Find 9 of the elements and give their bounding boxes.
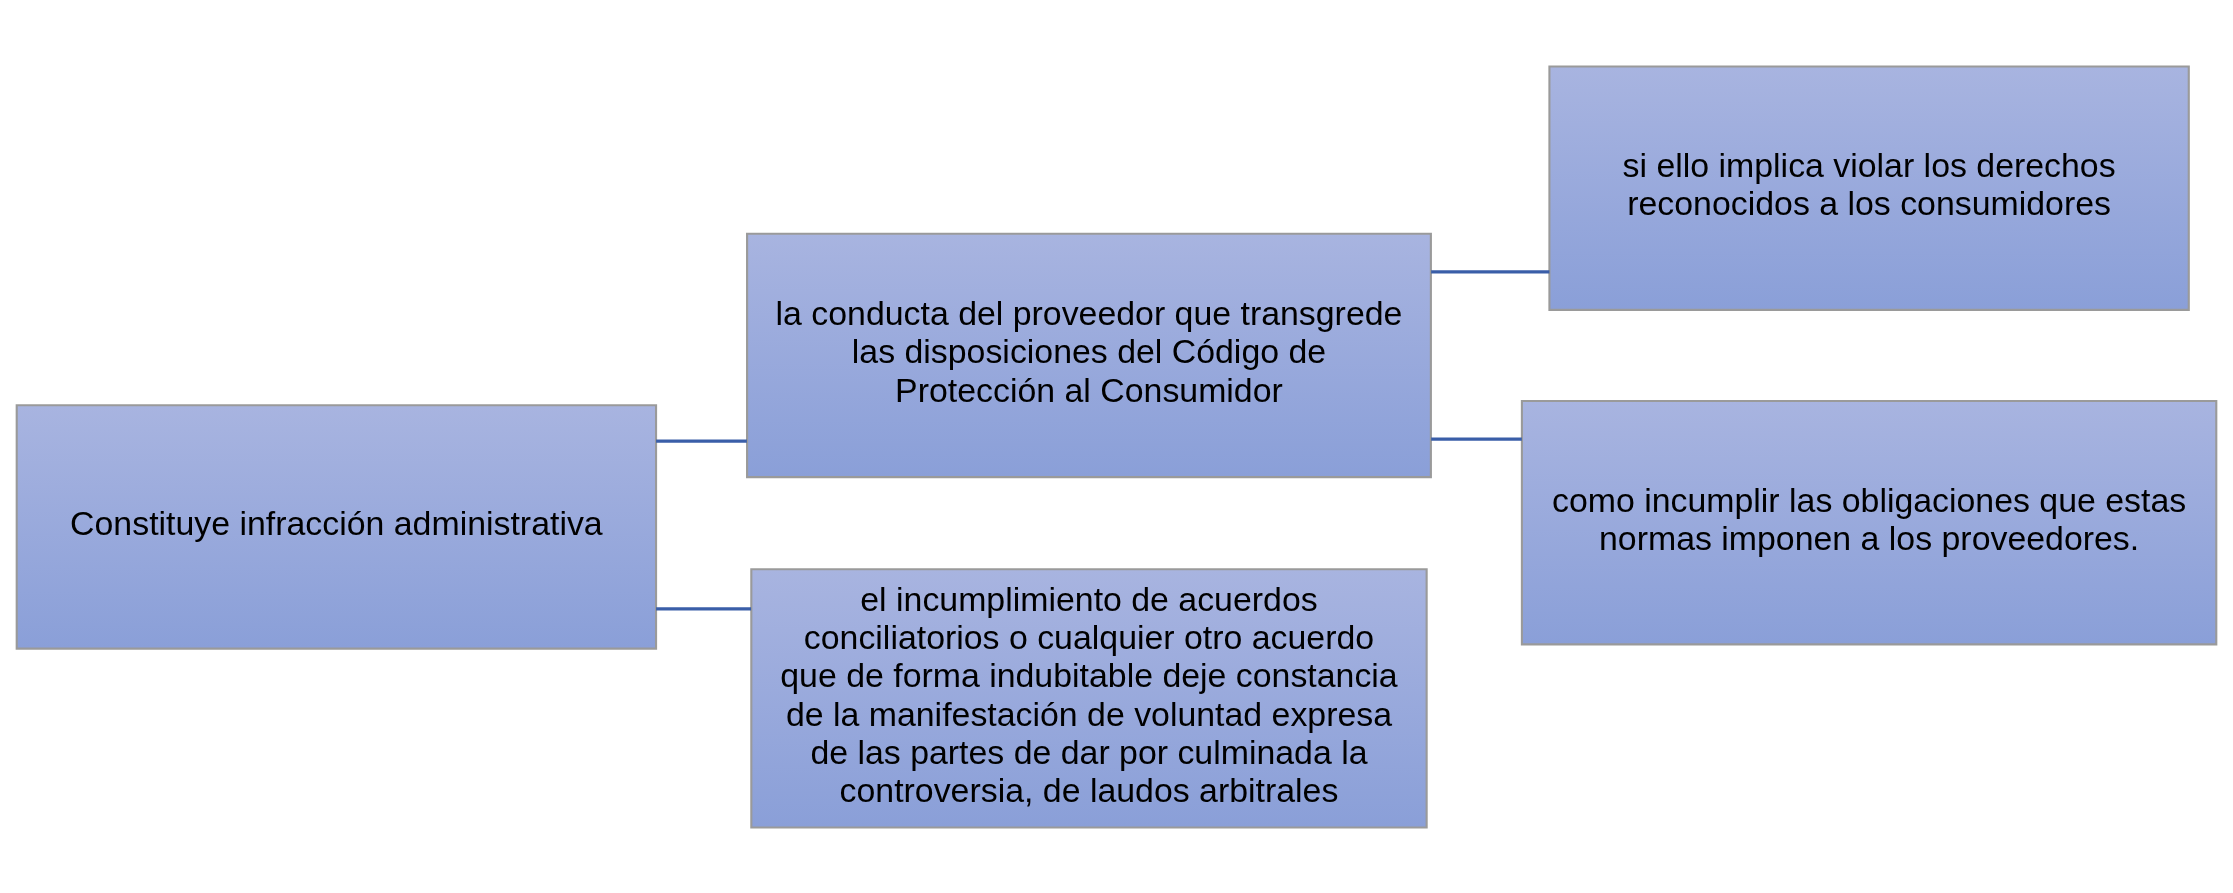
node-box: el incumplimiento de acuerdos conciliatorios o cualquier otro acuerdo que de forma indubitable deje constancia de la manifestación de voluntad expresa de las partes de dar por culminada la controversia, de laudos arbitrales bbox=[750, 567, 1428, 829]
connector bbox=[656, 606, 752, 611]
node-box: Constituye infracción administrativa bbox=[15, 403, 658, 650]
connector bbox=[1431, 269, 1550, 273]
connector bbox=[1431, 436, 1522, 441]
connector bbox=[656, 439, 747, 443]
node-box: si ello implica violar los derechos reconocidos a los consumidores bbox=[1548, 64, 2190, 311]
node-box: como incumplir las obligaciones que estas normas imponen a los proveedores. bbox=[1520, 399, 2218, 645]
node-box: la conducta del proveedor que transgrede las disposiciones del Código de Protección al Consumidor bbox=[746, 232, 1432, 478]
